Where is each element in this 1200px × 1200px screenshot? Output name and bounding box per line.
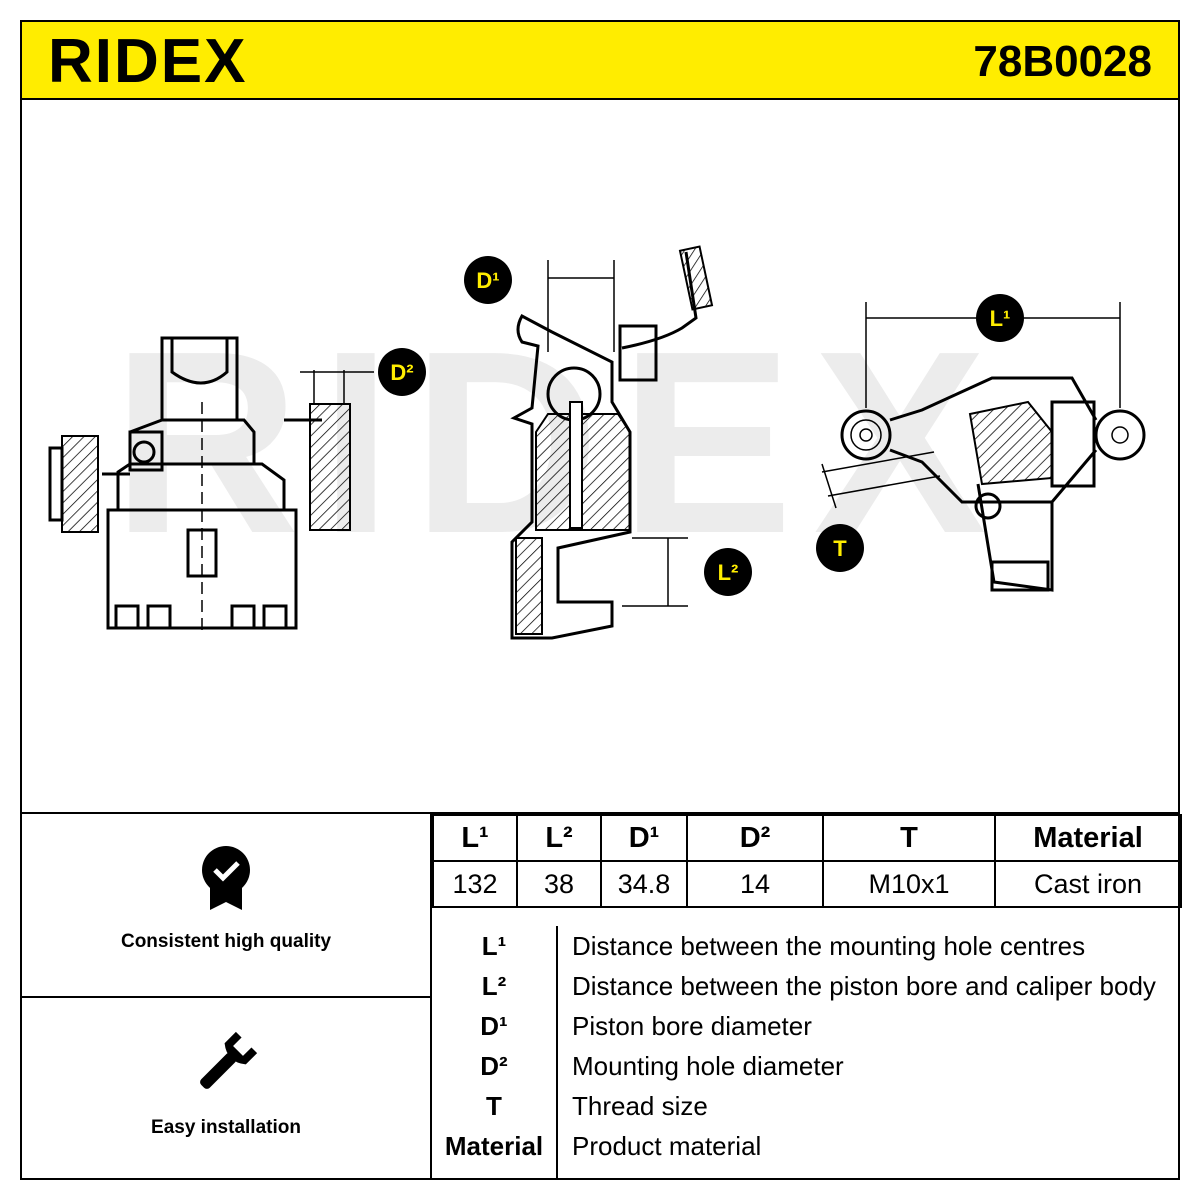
legend-row: L² Distance between the piston bore and … [432, 966, 1178, 1006]
legend-key: L¹ [481, 930, 507, 961]
spec-header-l1: L¹ [432, 814, 518, 862]
svg-text:L²: L² [718, 560, 739, 585]
callout-l2: L² [704, 548, 752, 596]
legend-row: Material Product material [432, 1126, 1178, 1166]
callout-l1: L¹ [976, 294, 1024, 342]
spec-header-d2: D² [686, 814, 824, 862]
header-bar: RIDEX 78B0028 [20, 20, 1180, 100]
legend-text: Mounting hole diameter [572, 1050, 844, 1081]
legend-key: Material [444, 1130, 544, 1161]
legend-key: T [486, 1090, 502, 1121]
spec-value-material: Cast iron [994, 860, 1182, 908]
spec-value-l2: 38 [516, 860, 602, 908]
spec-value-l1: 132 [432, 860, 518, 908]
legend-text: Thread size [572, 1090, 708, 1121]
legend-text: Distance between the mounting hole centr… [572, 930, 1086, 961]
spec-header-l2: L² [516, 814, 602, 862]
section-divider [20, 812, 1180, 814]
wrench-icon [200, 1031, 258, 1089]
specs-value-row: 132 38 34.8 14 M10x1 Cast iron [432, 860, 1182, 908]
legend-text: Piston bore diameter [572, 1010, 812, 1041]
spec-header-t: T [822, 814, 996, 862]
legend-text: Product material [572, 1130, 762, 1161]
legend-row: D¹ Piston bore diameter [432, 1006, 1178, 1046]
legend-key: D² [480, 1050, 508, 1081]
specs-table: L¹ L² D¹ D² T Material 132 38 34.8 14 M1… [432, 814, 1182, 908]
legend-row: D² Mounting hole diameter [432, 1046, 1178, 1086]
caliper-front-view [48, 336, 374, 632]
feature-divider [20, 996, 432, 998]
legend: L¹ Distance between the mounting hole ce… [432, 926, 1178, 1166]
spec-value-d2: 14 [686, 860, 824, 908]
legend-key: D¹ [480, 1010, 508, 1041]
callout-t: T [816, 524, 864, 572]
callout-d2: D² [378, 348, 426, 396]
callout-d1: D¹ [464, 256, 512, 304]
svg-text:D¹: D¹ [476, 268, 499, 293]
spec-value-t: M10x1 [822, 860, 996, 908]
brand-logo: RIDEX [48, 27, 248, 96]
svg-text:T: T [833, 536, 847, 561]
svg-text:D²: D² [390, 360, 413, 385]
legend-divider [556, 926, 558, 1180]
legend-text: Distance between the piston bore and cal… [572, 970, 1156, 1001]
caliper-side-view [821, 302, 1146, 592]
outer-frame [20, 20, 1180, 1180]
feature-label: Easy installation [151, 1117, 301, 1138]
specs-header-row: L¹ L² D¹ D² T Material [432, 814, 1182, 862]
spec-value-d1: 34.8 [600, 860, 688, 908]
quality-badge-icon [202, 846, 250, 910]
feature-label: Consistent high quality [120, 931, 332, 952]
legend-key: L² [481, 970, 507, 1001]
spec-header-d1: D¹ [600, 814, 688, 862]
caliper-section-view [510, 245, 714, 640]
legend-row: T Thread size [432, 1086, 1178, 1126]
spec-header-material: Material [994, 814, 1182, 862]
feature-installation: Easy installation [22, 1030, 430, 1139]
technical-drawing: RIDEX [48, 245, 1146, 640]
svg-text:L¹: L¹ [990, 306, 1011, 331]
feature-quality: Consistent high quality [22, 846, 430, 953]
part-number: 78B0028 [973, 37, 1152, 86]
legend-row: L¹ Distance between the mounting hole ce… [432, 926, 1178, 966]
